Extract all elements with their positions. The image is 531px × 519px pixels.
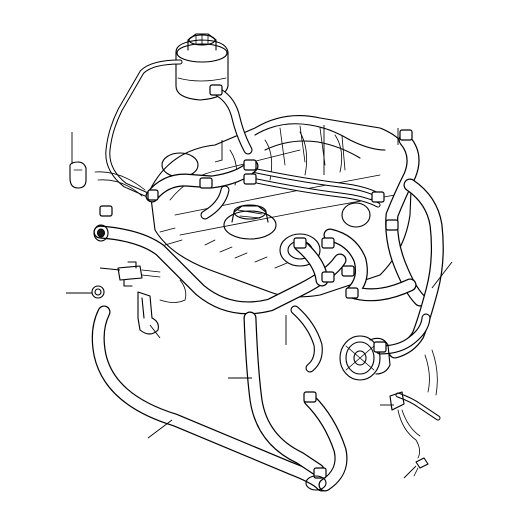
hose-clamp [199, 177, 213, 189]
upper-stub-hose [200, 185, 230, 220]
hose-clamp [293, 237, 307, 249]
hose-end [305, 475, 327, 491]
hose-clamp [385, 219, 399, 231]
hose-clamp [99, 205, 113, 217]
bleed-pipe [395, 392, 441, 421]
tank-outlet-hose [213, 87, 253, 155]
hose-clamp [341, 265, 355, 277]
hose-clamp [321, 237, 335, 249]
pump-feed-hose [290, 305, 323, 373]
phantom-line [424, 354, 430, 393]
hose-clamp [371, 191, 385, 203]
hose-clamp [321, 271, 335, 283]
expansion-tank [175, 33, 229, 101]
hose-clamps [99, 84, 413, 491]
thermostat-hose [323, 228, 417, 302]
pump-lower-hose [375, 313, 431, 355]
hose-clamp [373, 341, 387, 353]
manifold-hose [145, 159, 259, 203]
hose-stub-left [93, 224, 109, 242]
hose-clamp [243, 173, 257, 185]
bolt [413, 457, 429, 477]
p-clip-bracket [137, 291, 159, 335]
callout-leaders [66, 125, 453, 479]
mid-hose [293, 238, 329, 287]
phantom-line [431, 349, 438, 396]
hose-clamp [209, 84, 223, 96]
hose-clamp [243, 159, 257, 171]
radiator-return-hose [243, 311, 325, 477]
bottom-hose [303, 393, 348, 492]
long-lower-hose [91, 305, 329, 492]
hose-clamp [147, 189, 159, 201]
bolt [91, 285, 105, 299]
water-pump-pulley [339, 335, 391, 381]
hose-clamp [345, 287, 359, 299]
right-riser-hose [385, 133, 427, 307]
hose-clamp [303, 391, 317, 403]
phantom-line [94, 171, 146, 191]
connector-clip [117, 261, 161, 287]
phantom-line [159, 279, 187, 303]
phantom-line [97, 179, 143, 197]
tank-vent-pipe [105, 59, 183, 199]
hose-clamp [399, 129, 413, 141]
bypass-pipes [249, 167, 381, 208]
p-clip-upper [69, 161, 87, 189]
engine-block [149, 115, 413, 298]
